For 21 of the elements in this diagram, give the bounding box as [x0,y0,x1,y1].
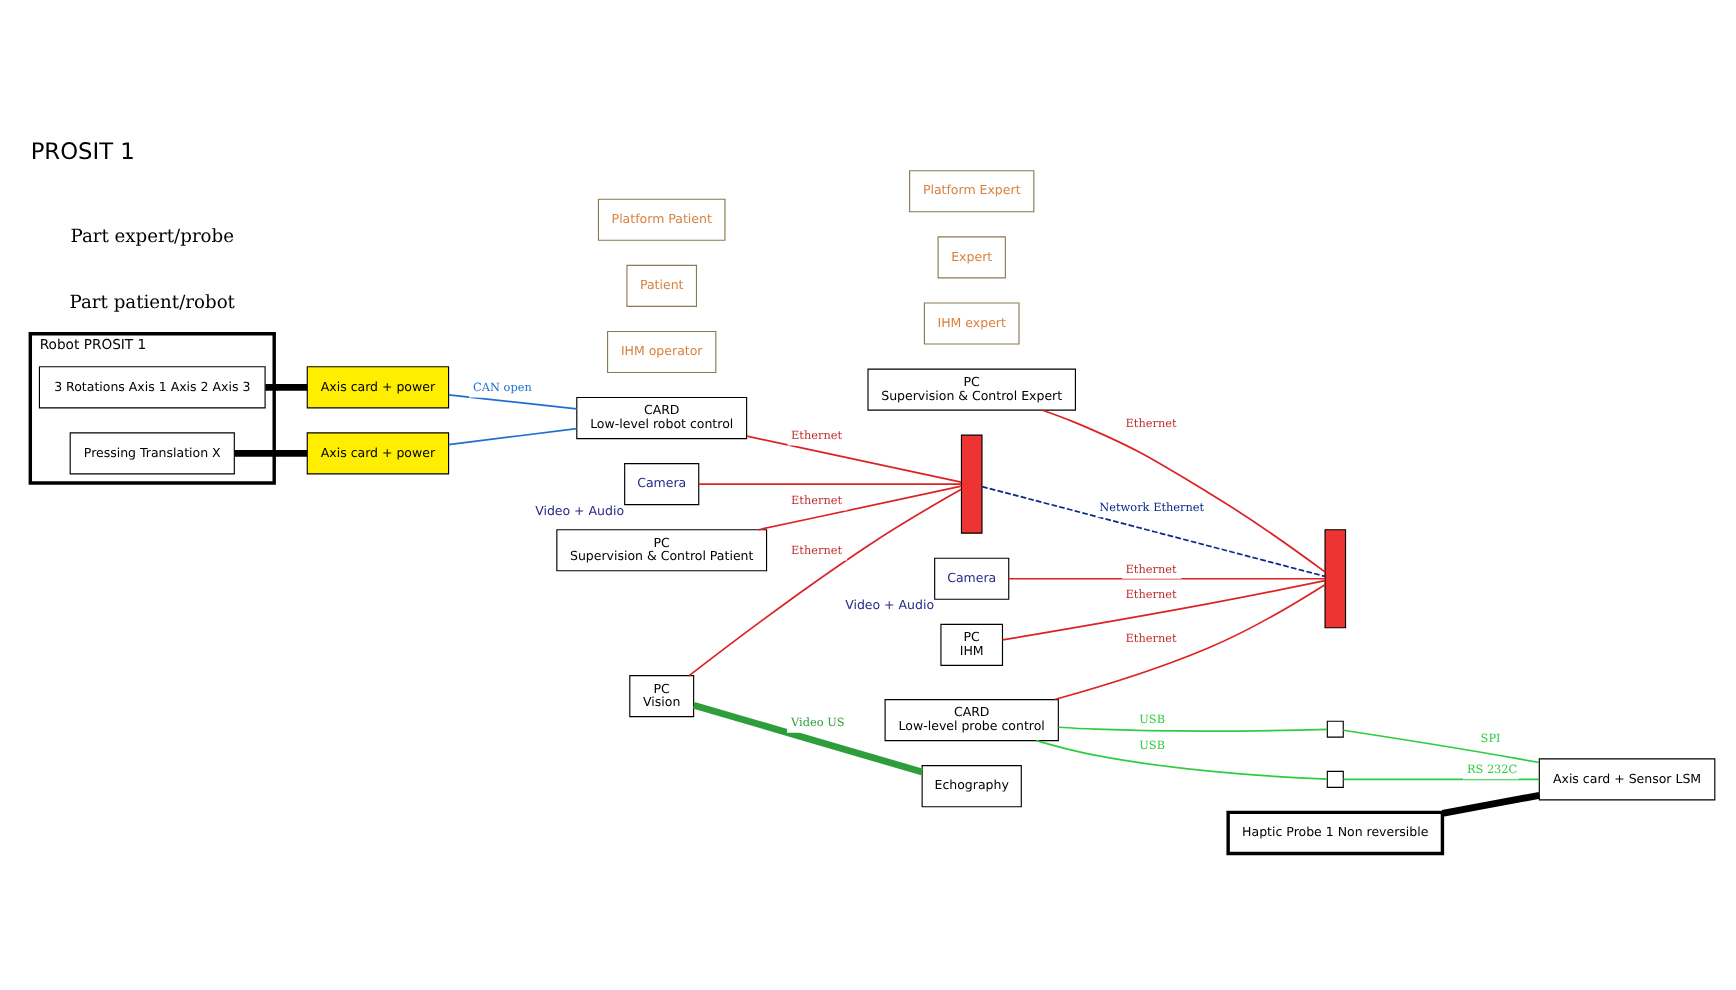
connector [1001,579,1326,641]
node-box [1326,770,1344,788]
connector [265,383,308,391]
connector [1342,778,1541,781]
label: Part patient/robot [69,294,235,315]
connector [1441,792,1540,817]
connector [697,483,963,486]
label: Part expert/probe [70,228,235,249]
diagram-title: PROSIT 1 [30,137,135,166]
connector [746,435,962,483]
connector [757,485,963,531]
connector [447,427,578,446]
connector [234,449,308,457]
node-box [1326,720,1344,738]
connector [692,701,924,776]
connector [1007,577,1326,580]
connector [447,394,578,410]
connector [1057,726,1328,732]
connector [1035,739,1328,780]
node-bar [1324,529,1347,629]
node-bar [960,434,983,534]
